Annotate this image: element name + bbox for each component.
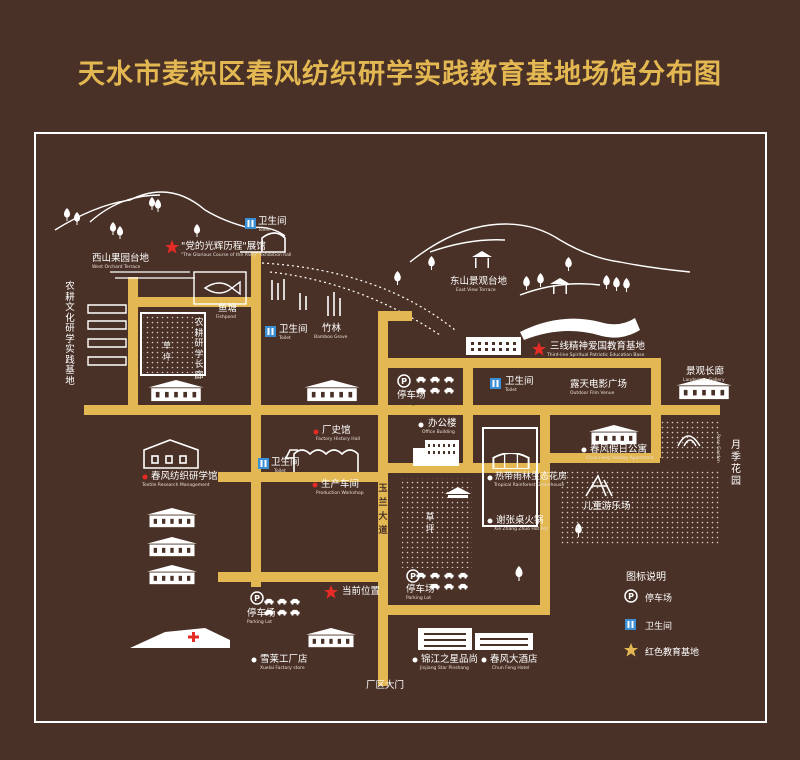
label-chunfeng-hotel-en: Chun Feng Hotel: [492, 666, 530, 671]
label-parking-top-en: Parking Lot: [398, 402, 424, 407]
label-hotpot: 谢张桌火锅: [496, 515, 544, 526]
label-parking-left-en: Parking Lot: [247, 620, 273, 625]
label-toilet-mid-en: Toilet: [279, 336, 291, 341]
label-toilet-left-en: Toilet: [274, 469, 286, 474]
label-playground: 儿童游乐场: [583, 501, 631, 512]
label-gate: 厂区大门: [366, 680, 405, 691]
label-parking-left: 停车场: [247, 608, 276, 619]
label-toilet-right-en: Toilet: [505, 388, 517, 393]
label-west-orchard-en: West Orchard Terrace: [92, 265, 141, 270]
label-bamboo-en: Bamboo Grove: [314, 335, 348, 340]
label-history-hall-en: Factory History Hall: [316, 437, 360, 442]
label-lawn-left: 草坪: [163, 341, 171, 362]
mountains-right: [409, 223, 691, 296]
legend-star-icon: [624, 643, 638, 657]
production-workshop-building: [284, 449, 359, 472]
label-jinjiang: 锦江之星品尚: [421, 654, 479, 665]
parking-letter: P: [401, 377, 407, 386]
parking-icons: [250, 374, 638, 605]
roads: [84, 252, 720, 686]
third-line-building: [466, 318, 640, 355]
label-west-orchard: 西山果园台地: [92, 253, 150, 264]
label-apartment-en: Chun Feng Holiday Apartment: [586, 456, 654, 461]
label-textile-en: Textile Research Management: [142, 483, 210, 488]
map-title: 天水市麦积区春风纺织研学实践教育基地场馆分布图: [78, 59, 722, 90]
label-jinjiang-en: Jinjiang Star Pinshang: [420, 666, 469, 671]
office-building: [413, 440, 459, 466]
label-toilet-left: 卫生间: [271, 457, 300, 468]
label-toilet-top: 卫生间: [258, 216, 287, 227]
label-history-hall: 厂史馆: [322, 425, 351, 436]
label-lawn-center: 草坪: [425, 513, 435, 535]
label-farming-corridor: 农耕研学长廊: [194, 318, 204, 381]
label-toilet-mid: 卫生间: [279, 324, 308, 335]
label-office: 办公楼: [428, 418, 457, 429]
red-star-markers: [165, 240, 546, 599]
label-east-view: 东山景观台地: [450, 276, 508, 287]
label-office-en: Office Building: [422, 430, 455, 435]
label-parking-center-en: Parking Lot: [406, 596, 432, 601]
label-bamboo: 竹林: [322, 323, 342, 334]
label-production-en: Production Workshop: [316, 491, 364, 496]
label-rainforest: 热带雨林生态花房: [495, 472, 568, 482]
label-third-line: 三线精神爱国教育基地: [550, 341, 646, 352]
label-glorious-hall-en: "The Glorious Course of the Party" exhib…: [181, 253, 292, 258]
glorious-hall-building: [240, 232, 286, 253]
dotted-paths: [261, 262, 456, 336]
label-glorious-hall: "党的光辉历程"展馆: [181, 241, 266, 252]
mountains-left: [54, 191, 286, 237]
parking-letter: P: [410, 572, 416, 581]
label-current-location: 当前位置: [342, 586, 381, 597]
zone-outlines: [140, 312, 538, 527]
label-xuelai: 雪莱工厂店: [260, 654, 308, 665]
label-parking-center: 停车场: [406, 584, 435, 595]
legend-red-base-label: 红色教育基地: [645, 648, 700, 658]
pavilion-icon: [472, 251, 570, 294]
label-rainforest-en: Tropical Rainforest Greenhouse: [494, 483, 565, 488]
textile-hall-building: [143, 439, 199, 469]
label-moon-garden: 月季花园: [731, 440, 741, 487]
xuelai-store-building: [130, 628, 230, 648]
west-orchard-rows: [110, 271, 195, 279]
label-yulan-road: 玉兰大道: [378, 484, 388, 536]
label-fishpond-en: Fishpond: [216, 315, 237, 320]
label-farming-culture: 农耕文化研学实践基地: [65, 281, 75, 387]
label-textile: 春风纺织研学馆: [151, 471, 218, 482]
label-gallery-en: Landscape Gallery: [683, 378, 725, 383]
label-toilet-top-en: Toilet: [258, 228, 270, 233]
label-third-line-en: Third-line Spiritual Patriotic Education…: [547, 353, 645, 358]
label-xuelai-en: Xuelai Factory store: [260, 666, 305, 671]
label-toilet-right: 卫生间: [505, 376, 534, 387]
label-gallery: 景观长廊: [686, 366, 725, 377]
toilet-icons: [245, 218, 636, 630]
label-parking-top: 停车场: [397, 390, 426, 401]
label-east-view-en: East View Terrace: [456, 288, 496, 293]
label-cinema-en: Outdoor Film Venue: [570, 391, 615, 396]
toilet-figures: [247, 220, 634, 628]
bamboo-icons: [271, 279, 341, 316]
label-fishpond: 鱼塘: [218, 303, 238, 314]
parking-letter: P: [254, 594, 260, 603]
hotpot-building: [445, 487, 471, 498]
fishpond-icon: [193, 271, 247, 305]
label-production: 生产车间: [321, 479, 360, 490]
playground-icon: [585, 474, 613, 497]
parking-icon-letters: P P P P: [254, 377, 634, 603]
legend-toilet-label: 卫生间: [645, 622, 673, 632]
farm-plots: [87, 304, 127, 366]
legend-title: 图标说明: [626, 572, 666, 583]
map-frame: [34, 132, 767, 723]
label-cinema: 露天电影广场: [570, 379, 628, 390]
label-hotpot-en: Xie Zhang Zhuo Hot Pot: [494, 527, 548, 532]
rose-garden-icon: [677, 435, 701, 447]
label-apartment: 春风假日公寓: [590, 444, 648, 455]
label-chunfeng-hotel: 春风大酒店: [490, 654, 538, 665]
parking-letter: P: [628, 592, 634, 601]
label-moon-garden-en: Rose Garden: [715, 434, 720, 463]
location-dots: [142, 422, 587, 663]
jinjiang-building: [418, 628, 533, 650]
legend-parking-label: 停车场: [645, 594, 673, 604]
